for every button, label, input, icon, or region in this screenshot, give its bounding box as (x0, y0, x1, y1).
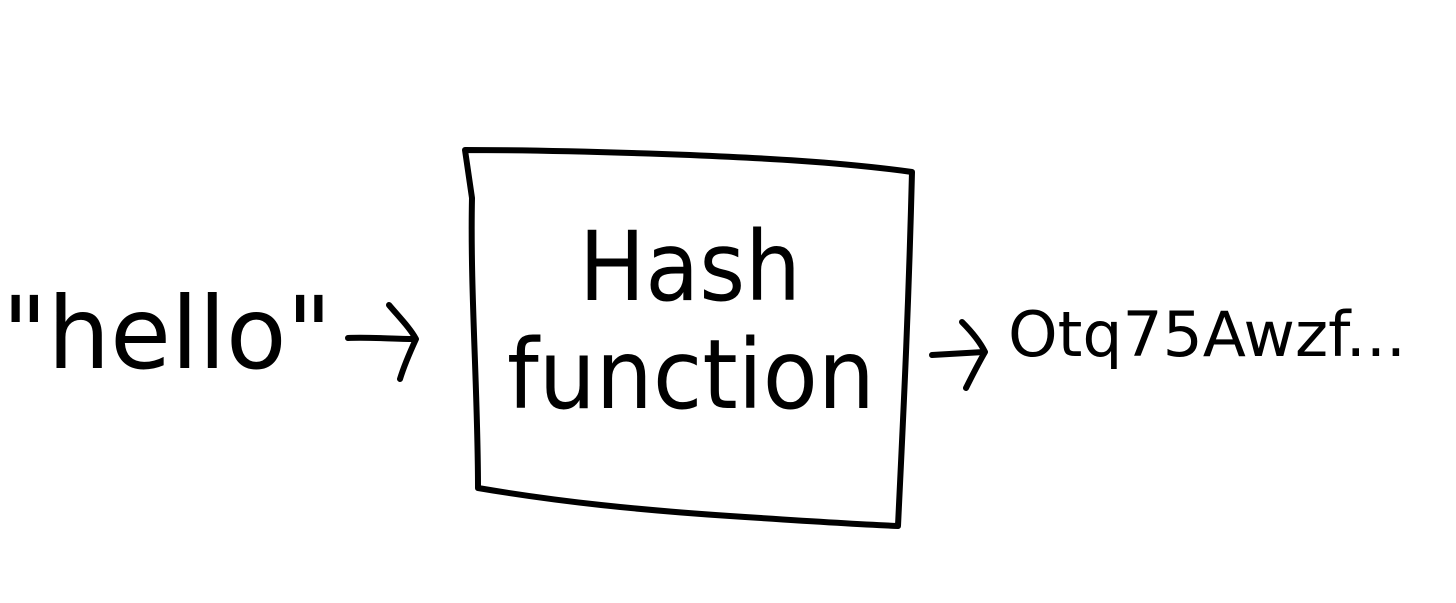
input-arrow-icon (345, 302, 419, 382)
box-label-line-2: function (507, 319, 875, 431)
output-arrow-icon (929, 319, 988, 391)
box-label-line-1: Hash (579, 211, 801, 323)
input-text: "hello" (2, 275, 332, 392)
output-hash-text: Otq75Awzf... (1008, 298, 1406, 371)
hash-function-box (462, 147, 915, 529)
